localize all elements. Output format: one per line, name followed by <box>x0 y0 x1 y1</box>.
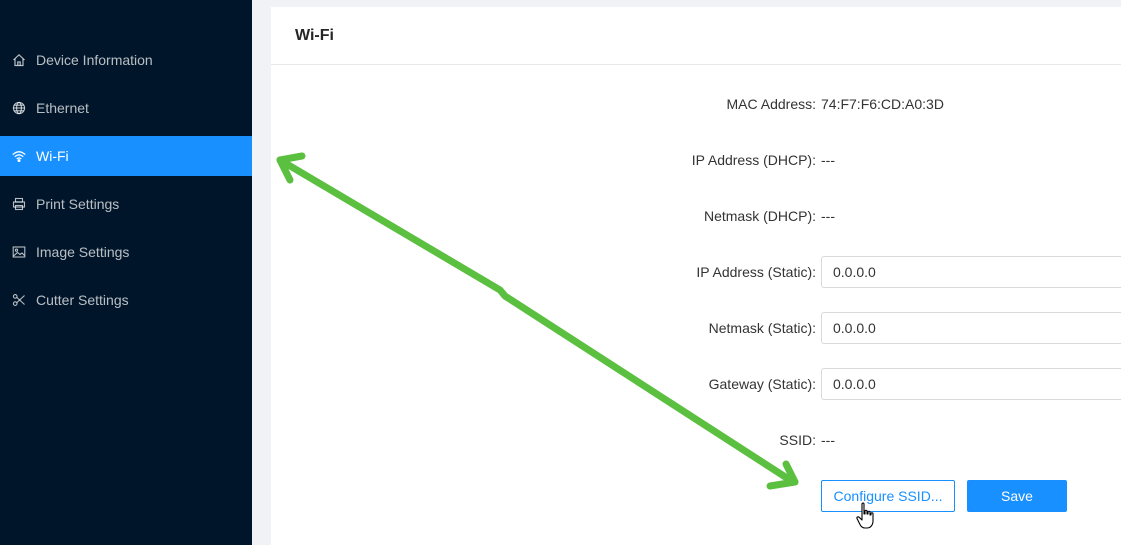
sidebar-item-label: Device Information <box>36 52 153 68</box>
netmask-static-row: Netmask (Static): <box>271 312 1121 344</box>
gateway-static-label: Gateway (Static): <box>708 376 816 392</box>
ssid-value: --- <box>821 432 835 448</box>
sidebar-item-print-settings[interactable]: Print Settings <box>0 184 252 224</box>
ip-dhcp-value: --- <box>821 152 835 168</box>
netmask-dhcp-label: Netmask (DHCP): <box>703 208 816 224</box>
sidebar-item-device-information[interactable]: Device Information <box>0 40 252 80</box>
ip-static-row: IP Address (Static): <box>271 256 1121 288</box>
sidebar-item-label: Print Settings <box>36 196 120 212</box>
ip-dhcp-row: IP Address (DHCP): --- <box>271 144 1121 176</box>
netmask-dhcp-row: Netmask (DHCP): --- <box>271 200 1121 232</box>
hand-cursor-icon <box>856 502 874 529</box>
mac-address-row: MAC Address: 74:F7:F6:CD:A0:3D <box>271 88 1121 120</box>
mac-address-label: MAC Address: <box>726 96 816 112</box>
save-button[interactable]: Save <box>967 480 1067 512</box>
scissors-icon <box>12 293 26 307</box>
ssid-label: SSID: <box>779 432 816 448</box>
wifi-icon <box>12 149 26 163</box>
sidebar: Device Information Ethernet Wi-Fi Print … <box>0 0 252 545</box>
sidebar-item-cutter-settings[interactable]: Cutter Settings <box>0 280 252 320</box>
sidebar-item-label: Image Settings <box>36 244 130 260</box>
sidebar-item-ethernet[interactable]: Ethernet <box>0 88 252 128</box>
globe-icon <box>12 101 26 115</box>
sidebar-item-image-settings[interactable]: Image Settings <box>0 232 252 272</box>
sidebar-item-wifi[interactable]: Wi-Fi <box>0 136 252 176</box>
page-title: Wi-Fi <box>271 7 1121 65</box>
gateway-static-row: Gateway (Static): <box>271 368 1121 400</box>
home-icon <box>12 53 26 67</box>
sidebar-item-label: Ethernet <box>36 100 89 116</box>
mac-address-value: 74:F7:F6:CD:A0:3D <box>821 96 944 112</box>
ip-static-label: IP Address (Static): <box>696 264 816 280</box>
wifi-settings-card: Wi-Fi MAC Address: 74:F7:F6:CD:A0:3D IP … <box>271 7 1121 545</box>
ip-static-input[interactable] <box>821 256 1121 288</box>
configure-ssid-button[interactable]: Configure SSID... <box>821 480 955 512</box>
ip-dhcp-label: IP Address (DHCP): <box>691 152 816 168</box>
netmask-static-label: Netmask (Static): <box>708 320 816 336</box>
netmask-static-input[interactable] <box>821 312 1121 344</box>
printer-icon <box>12 197 26 211</box>
image-icon <box>12 245 26 259</box>
gateway-static-input[interactable] <box>821 368 1121 400</box>
ssid-row: SSID: --- <box>271 424 1121 456</box>
netmask-dhcp-value: --- <box>821 208 835 224</box>
sidebar-item-label: Cutter Settings <box>36 292 129 308</box>
sidebar-item-label: Wi-Fi <box>36 148 69 164</box>
